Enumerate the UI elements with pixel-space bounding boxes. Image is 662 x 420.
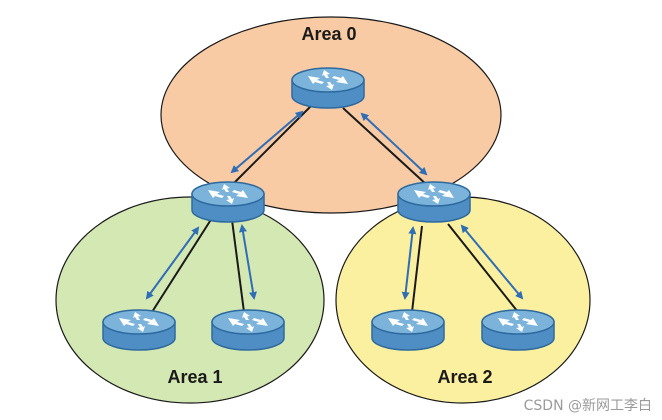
- arrow-top-right: [360, 112, 428, 176]
- arrow-right-r5: [401, 226, 417, 300]
- area-2-label: Area 2: [437, 367, 492, 387]
- watermark: CSDN @新网工李白: [524, 398, 652, 414]
- area-1-label: Area 1: [167, 367, 222, 387]
- router-area0-core: [291, 67, 365, 109]
- arrow-left-r4: [239, 224, 257, 300]
- arrow-right-r6: [460, 224, 524, 300]
- neighbor-arrows: [145, 110, 524, 300]
- router-area1-a: [102, 309, 176, 351]
- router-area2-a: [371, 309, 445, 351]
- arrow-left-r3: [145, 226, 200, 300]
- router-abr-right: [397, 181, 471, 223]
- router-area1-b: [211, 309, 285, 351]
- arrow-top-left: [230, 110, 304, 174]
- router-area2-b: [481, 309, 555, 351]
- router-abr-left: [191, 181, 265, 223]
- area-1-region: [55, 196, 325, 404]
- area-0-label: Area 0: [301, 24, 356, 44]
